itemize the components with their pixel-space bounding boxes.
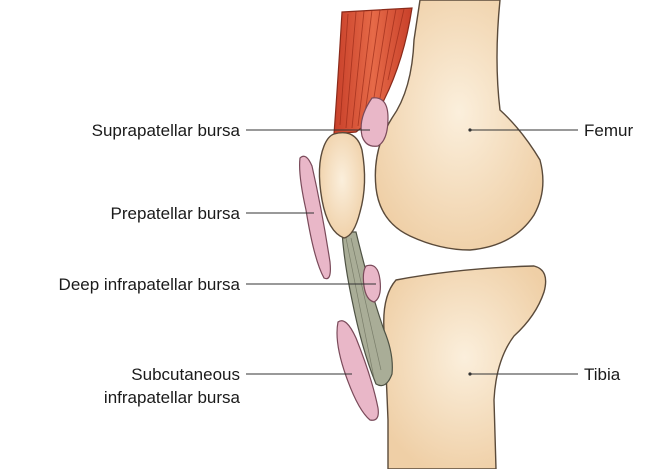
label-tibia: Tibia bbox=[584, 365, 621, 384]
tibia-bone bbox=[384, 266, 546, 469]
patella-bone bbox=[319, 133, 364, 238]
tibia-point bbox=[468, 372, 471, 375]
label-subcutaneous-line1: Subcutaneous bbox=[131, 365, 240, 384]
label-suprapatellar-bursa: Suprapatellar bursa bbox=[92, 121, 241, 140]
label-subcutaneous-line2: infrapatellar bursa bbox=[104, 388, 241, 407]
femur-point bbox=[468, 128, 471, 131]
label-deep-infrapatellar-bursa: Deep infrapatellar bursa bbox=[59, 275, 241, 294]
label-femur: Femur bbox=[584, 121, 633, 140]
label-prepatellar-bursa: Prepatellar bursa bbox=[111, 204, 241, 223]
